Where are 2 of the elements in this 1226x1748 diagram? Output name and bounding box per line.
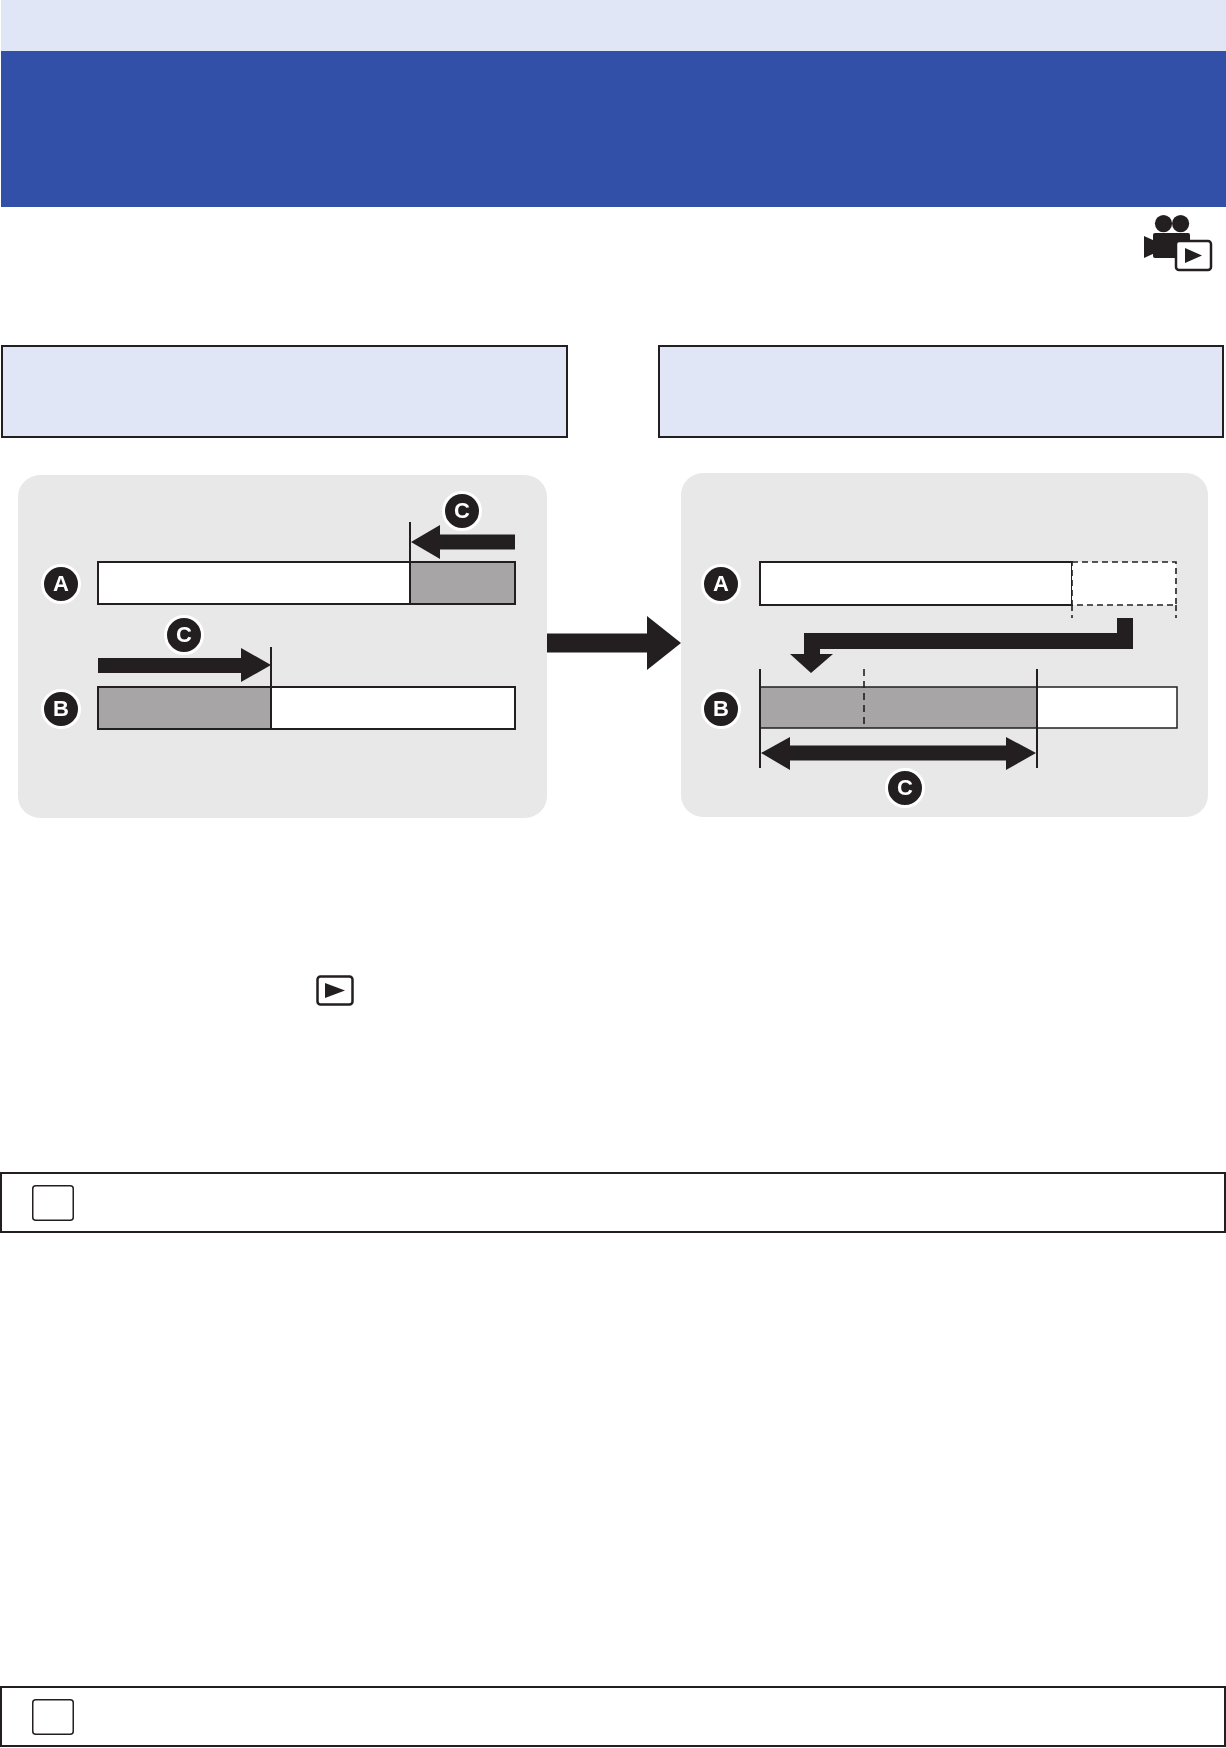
- title-band: [1, 51, 1226, 207]
- arrow: [547, 616, 681, 670]
